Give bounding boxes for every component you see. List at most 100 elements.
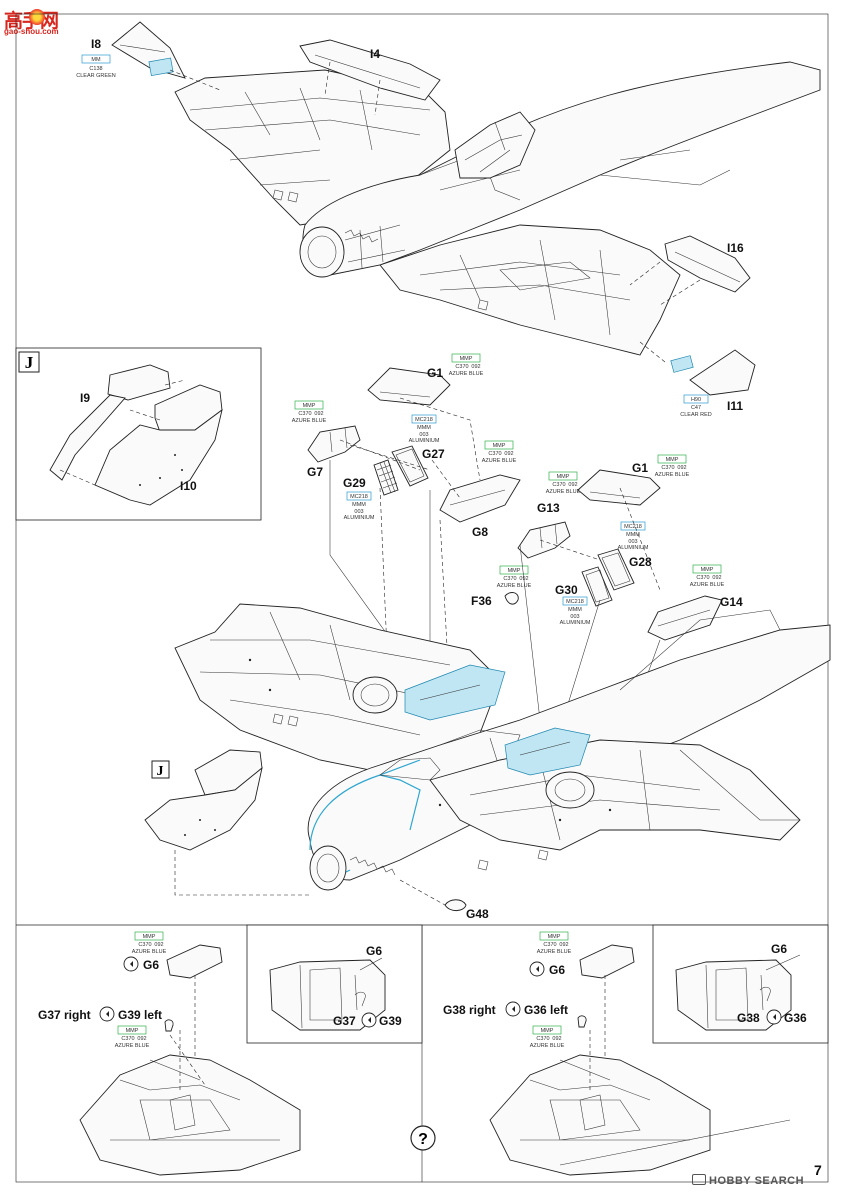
right-wing bbox=[379, 224, 681, 356]
label-G36-left: G36 left bbox=[524, 1003, 568, 1017]
svg-text:AZURE BLUE: AZURE BLUE bbox=[449, 371, 484, 377]
svg-text:MMP: MMP bbox=[303, 403, 316, 409]
svg-text:MMP: MMP bbox=[143, 934, 156, 940]
svg-text:C370: C370 bbox=[121, 1036, 134, 1042]
svg-text:092: 092 bbox=[314, 411, 323, 417]
mid-wheel-well-right bbox=[545, 771, 595, 809]
label-G37-right: G37 right bbox=[38, 1008, 91, 1022]
bottom-right-fuselage-drawing bbox=[489, 1030, 791, 1176]
svg-text:C370: C370 bbox=[138, 942, 151, 948]
part-G13 bbox=[517, 521, 571, 559]
callout-G1-left: MMP C370 092 AZURE BLUE bbox=[449, 353, 484, 377]
part-I8-wingtip bbox=[111, 21, 186, 79]
label-G39: G39 bbox=[379, 1014, 402, 1028]
svg-text:MMM: MMM bbox=[626, 532, 640, 538]
help-symbol: ? bbox=[418, 1131, 428, 1148]
svg-text:MMP: MMP bbox=[508, 568, 521, 574]
svg-text:MMP: MMP bbox=[701, 567, 714, 573]
svg-text:C370: C370 bbox=[543, 942, 556, 948]
svg-text:003: 003 bbox=[570, 614, 579, 620]
callout-G28: MC218 MMM 003 ALUMINIUM bbox=[618, 521, 649, 551]
svg-text:MC218: MC218 bbox=[566, 599, 584, 605]
step-J-lower-box bbox=[151, 760, 170, 779]
callout-G1-right: MMP C370 092 AZURE BLUE bbox=[655, 454, 690, 478]
publisher-icon bbox=[692, 1174, 706, 1185]
callout-G30: MC218 MMM 003 ALUMINIUM bbox=[560, 596, 591, 626]
svg-text:AZURE BLUE: AZURE BLUE bbox=[132, 949, 167, 955]
svg-text:092: 092 bbox=[154, 942, 163, 948]
svg-text:003: 003 bbox=[628, 539, 637, 545]
svg-text:MC218: MC218 bbox=[415, 417, 433, 423]
part-G29 bbox=[373, 459, 399, 496]
publisher-watermark: HOBBY SEARCH bbox=[692, 1174, 804, 1187]
logo-star-icon bbox=[29, 9, 45, 25]
callout-G29: MC218 MMM 003 ALUMINIUM bbox=[344, 491, 375, 521]
mid-gun-bay-left bbox=[404, 664, 506, 721]
svg-text:ALUMINIUM: ALUMINIUM bbox=[560, 620, 591, 626]
inset-J-drawing bbox=[49, 364, 223, 506]
svg-text:MMP: MMP bbox=[557, 474, 570, 480]
label-G14: G14 bbox=[720, 595, 743, 609]
callout-G38-right: MMP C370 092 AZURE BLUE bbox=[530, 1025, 565, 1049]
svg-text:CLEAR RED: CLEAR RED bbox=[680, 412, 712, 418]
part-G30 bbox=[581, 566, 613, 607]
svg-text:AZURE BLUE: AZURE BLUE bbox=[530, 1043, 565, 1049]
part-G6-a bbox=[166, 944, 223, 979]
svg-text:AZURE BLUE: AZURE BLUE bbox=[537, 949, 572, 955]
part-I4-aileron bbox=[299, 39, 441, 101]
svg-text:C138: C138 bbox=[89, 66, 102, 72]
svg-text:AZURE BLUE: AZURE BLUE bbox=[497, 583, 532, 589]
svg-text:AZURE BLUE: AZURE BLUE bbox=[482, 458, 517, 464]
label-G6-a: G6 bbox=[143, 958, 159, 972]
step-J-label: J bbox=[25, 353, 34, 372]
svg-text:003: 003 bbox=[354, 509, 363, 515]
svg-text:C370: C370 bbox=[661, 465, 674, 471]
middle-aircraft-drawing bbox=[174, 603, 831, 891]
part-G7 bbox=[307, 425, 361, 463]
callout-G14: MMP C370 092 AZURE BLUE bbox=[690, 564, 725, 588]
label-G1-left: G1 bbox=[427, 366, 443, 380]
mid-nose-ring bbox=[309, 845, 347, 891]
part-G48 bbox=[444, 899, 467, 912]
label-G30: G30 bbox=[555, 583, 578, 597]
svg-text:CLEAR GREEN: CLEAR GREEN bbox=[76, 73, 115, 79]
cockpit bbox=[454, 111, 536, 179]
help-icon bbox=[410, 1125, 436, 1151]
svg-text:092: 092 bbox=[712, 575, 721, 581]
I11-clear-light bbox=[670, 355, 694, 373]
svg-text:003: 003 bbox=[419, 432, 428, 438]
svg-text:092: 092 bbox=[677, 465, 686, 471]
svg-text:092: 092 bbox=[559, 942, 568, 948]
label-I16: I16 bbox=[727, 241, 744, 255]
svg-text:MMM: MMM bbox=[417, 425, 431, 431]
mid-wheel-well-left bbox=[352, 676, 398, 714]
svg-text:092: 092 bbox=[552, 1036, 561, 1042]
callout-clear-green: MM C138 CLEAR GREEN bbox=[76, 54, 116, 79]
top-aircraft-drawing bbox=[111, 21, 821, 396]
label-G6-d: G6 bbox=[771, 942, 787, 956]
callout-G7: MMP C370 092 AZURE BLUE bbox=[292, 400, 327, 424]
svg-text:AZURE BLUE: AZURE BLUE bbox=[690, 582, 725, 588]
svg-text:MMP: MMP bbox=[126, 1028, 139, 1034]
svg-text:AZURE BLUE: AZURE BLUE bbox=[655, 472, 690, 478]
part-F36 bbox=[504, 592, 519, 605]
callout-G6-right: MMP C370 092 AZURE BLUE bbox=[537, 931, 572, 955]
svg-text:MMP: MMP bbox=[541, 1028, 554, 1034]
svg-text:MMP: MMP bbox=[460, 356, 473, 362]
label-I11: I11 bbox=[727, 399, 743, 413]
callout-G6-left: MMP C370 092 AZURE BLUE bbox=[132, 931, 167, 955]
site-url: gao-shou.com bbox=[4, 27, 59, 36]
svg-text:MM: MM bbox=[91, 57, 101, 63]
label-I4: I4 bbox=[370, 47, 380, 61]
label-G6-c: G6 bbox=[549, 963, 565, 977]
label-G48: G48 bbox=[466, 907, 489, 921]
step-J-lower-label: J bbox=[157, 764, 164, 779]
mid-gun-bay-right bbox=[504, 727, 591, 776]
svg-text:092: 092 bbox=[568, 482, 577, 488]
svg-text:MC218: MC218 bbox=[350, 494, 368, 500]
part-I9 bbox=[107, 364, 171, 401]
svg-text:ALUMINIUM: ALUMINIUM bbox=[344, 515, 375, 521]
label-G38-right: G38 right bbox=[443, 1003, 496, 1017]
svg-text:AZURE BLUE: AZURE BLUE bbox=[115, 1043, 150, 1049]
